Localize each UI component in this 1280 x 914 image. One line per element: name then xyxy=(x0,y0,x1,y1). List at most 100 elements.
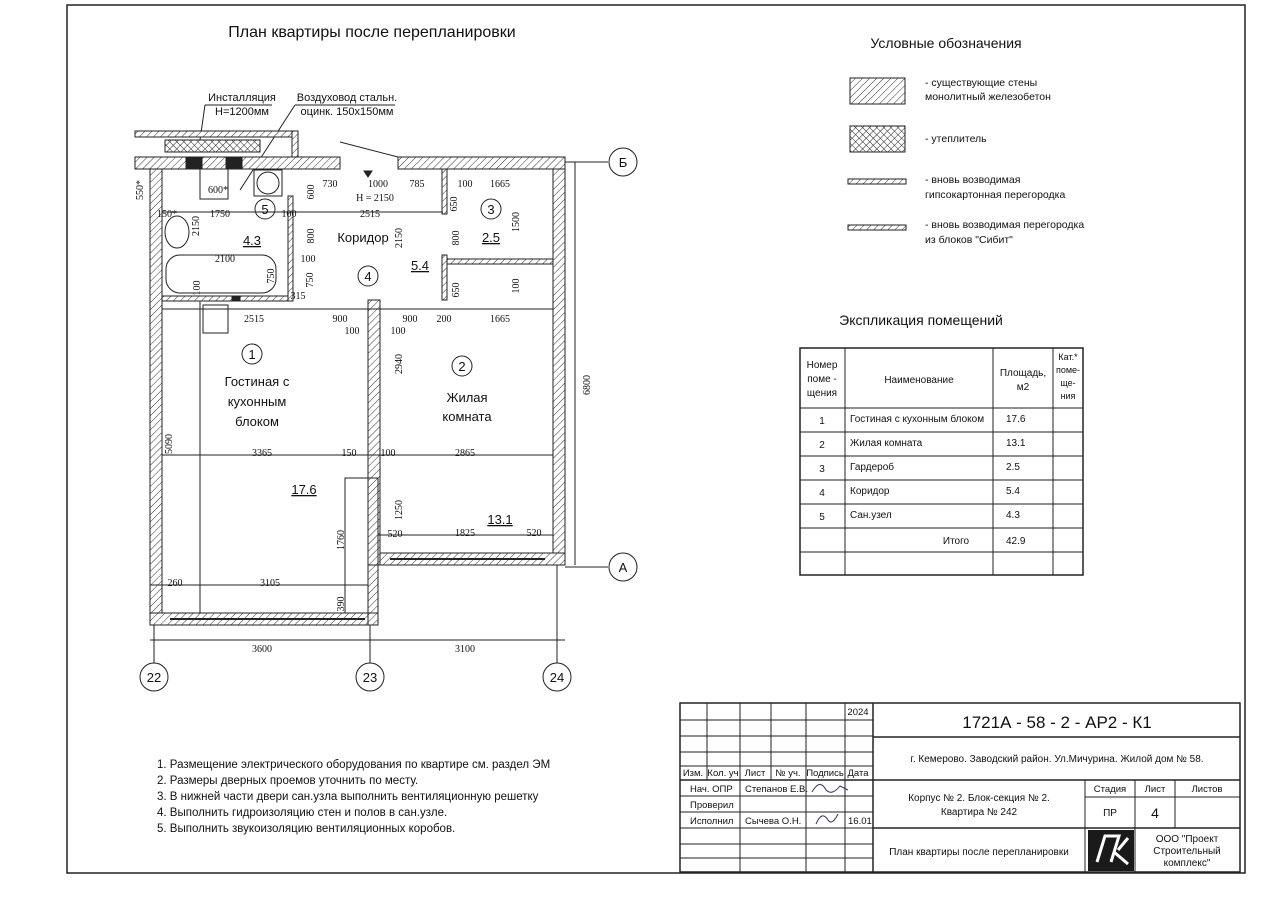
row-area: 13.1 xyxy=(1006,438,1026,449)
header-area: Площадь, xyxy=(1000,368,1046,379)
dimension-label: 200 xyxy=(437,314,452,325)
area-room-1: 17.6 xyxy=(291,482,316,497)
dimension-label: 1000 xyxy=(368,179,388,190)
dimension-label: 100 xyxy=(511,279,522,294)
signature-sycheva xyxy=(815,813,839,825)
dimension-label: 100 xyxy=(301,254,316,265)
tb-col-header: Лист xyxy=(745,768,766,779)
legend-item-1: - существующие стены xyxy=(925,77,1037,89)
note-1: 1. Размещение электрического оборудовани… xyxy=(157,759,550,771)
total-label: Итого xyxy=(943,536,970,547)
legend-item-4b: из блоков "Сибит" xyxy=(925,234,1013,246)
tb-address: г. Кемерово. Заводский район. Ул.Мичурин… xyxy=(910,754,1203,765)
note-2: 2. Размеры дверных проемов уточнить по м… xyxy=(157,775,418,787)
dimension-label: 1665 xyxy=(490,179,510,190)
row-name: Гардероб xyxy=(850,461,894,473)
dimension-label: 2100 xyxy=(215,254,235,265)
row-number: 1 xyxy=(819,416,825,427)
header-num-2: поме - xyxy=(807,374,837,385)
dimension-label: 3105 xyxy=(260,578,280,589)
axis-a: А xyxy=(619,560,628,575)
tb-drawing-title: План квартиры после перепланировки xyxy=(889,847,1069,858)
row-name: Коридор xyxy=(850,486,890,497)
dimension-label: 550* xyxy=(135,180,146,200)
tb-name: Степанов Е.В. xyxy=(745,784,808,795)
room-number-2: 2 xyxy=(458,359,465,374)
axis-24: 24 xyxy=(550,670,564,685)
tb-col-header: Кол. уч xyxy=(707,768,738,779)
note-4: 4. Выполнить гидроизоляцию стен и полов … xyxy=(157,807,447,819)
dimension-label: 100 xyxy=(192,281,203,296)
plan-title: План квартиры после перепланировки xyxy=(228,24,515,41)
tb-col-header: Дата xyxy=(847,768,869,779)
tb-date: 16.01 xyxy=(848,816,872,827)
dimension-label: 2940 xyxy=(394,354,405,374)
dimension-label: 520 xyxy=(388,529,403,540)
dimension-label: 100 xyxy=(381,448,396,459)
tb-stage: ПР xyxy=(1103,808,1117,819)
header-num: Номер xyxy=(807,360,838,371)
dimension-label: 3100 xyxy=(455,644,475,655)
label-living-2: кухонным xyxy=(228,394,287,409)
axis-23: 23 xyxy=(363,670,377,685)
room-number-4: 4 xyxy=(364,269,371,284)
area-room-3: 2.5 xyxy=(482,230,500,245)
tb-col-header: Подпись xyxy=(806,768,844,779)
dimension-label: 1825 xyxy=(455,528,475,539)
callouts: Инсталляция H=1200мм Воздуховод стальн. … xyxy=(199,92,397,191)
explication-title: Экспликация помещений xyxy=(839,312,1003,328)
legend-title: Условные обозначения xyxy=(870,35,1021,51)
legend-swatch-insulation xyxy=(849,125,906,153)
floor-plan xyxy=(134,130,608,663)
sheet-frame xyxy=(66,4,1246,874)
notes: 1. Размещение электрического оборудовани… xyxy=(157,759,550,835)
room-number-1: 1 xyxy=(248,347,255,362)
dimension-label: 150 xyxy=(342,448,357,459)
total-value: 42.9 xyxy=(1006,536,1026,547)
header-cat-2: поме- xyxy=(1056,365,1080,375)
dimension-label: 2515 xyxy=(244,314,264,325)
row-area: 5.4 xyxy=(1006,486,1020,497)
dimension-label: 5090 xyxy=(164,434,175,454)
legend-item-2: - утеплитель xyxy=(925,133,987,145)
dimension-label: 1665 xyxy=(490,314,510,325)
tb-role: Нач. ОПР xyxy=(690,784,733,795)
note-3: 3. В нижней части двери сан.узла выполни… xyxy=(157,791,539,803)
dimension-label: 900 xyxy=(333,314,348,325)
axis-22: 22 xyxy=(147,670,161,685)
dimension-label: H = 2150 xyxy=(356,193,394,204)
label-bedroom-2: комната xyxy=(442,409,492,424)
area-room-2: 13.1 xyxy=(487,512,512,527)
dimension-label: 785 xyxy=(410,179,425,190)
dimension-label: 1500 xyxy=(511,212,522,232)
tb-org-2: Строительный xyxy=(1153,846,1221,857)
row-area: 4.3 xyxy=(1006,510,1020,521)
dimension-label: 3600 xyxy=(252,644,272,655)
area-room-5: 4.3 xyxy=(243,233,261,248)
header-cat: Кат.* xyxy=(1058,352,1078,362)
dimension-label: 520 xyxy=(527,528,542,539)
dimension-label: 2150 xyxy=(191,216,202,236)
legend-item-1b: монолитный железобетон xyxy=(925,91,1051,103)
dimension-label: 800 xyxy=(306,229,317,244)
dimension-label: 2865 xyxy=(455,448,475,459)
dimension-label: 1750 xyxy=(210,209,230,220)
header-num-3: щения xyxy=(807,388,837,399)
room-number-3: 3 xyxy=(487,202,494,217)
dimension-label: 650 xyxy=(451,283,462,298)
dimension-label: 750 xyxy=(305,273,316,288)
dimension-label: 100 xyxy=(391,326,406,337)
room-number-5: 5 xyxy=(261,202,268,217)
dimension-label: 2515 xyxy=(360,209,380,220)
company-logo xyxy=(1088,830,1134,871)
row-name: Сан.узел xyxy=(850,510,892,521)
header-cat-3: ще- xyxy=(1060,378,1075,388)
label-corridor: Коридор xyxy=(337,230,388,245)
row-area: 17.6 xyxy=(1006,414,1026,425)
dimension-label: 600* xyxy=(208,185,228,196)
tb-code: 1721А - 58 - 2 - АР2 - К1 xyxy=(962,713,1151,732)
row-area: 2.5 xyxy=(1006,462,1020,473)
